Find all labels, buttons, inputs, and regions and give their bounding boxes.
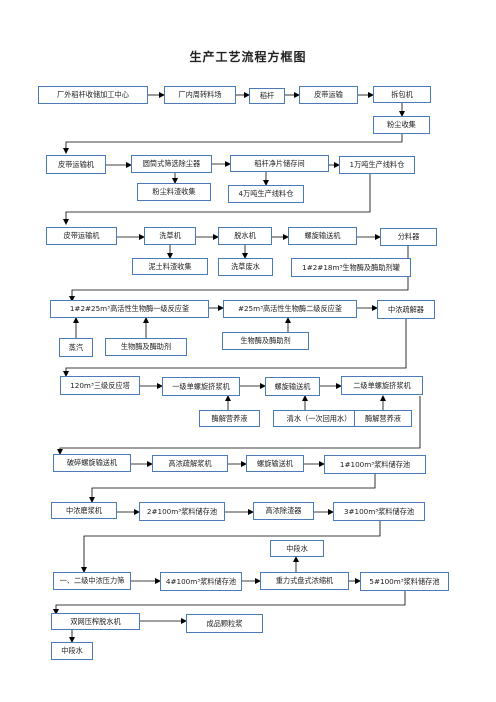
node-enzyme-nutrient-1: 酶解营养液: [199, 410, 260, 427]
node-pulp-tank-3: 3#100m³浆料储存池: [333, 502, 425, 521]
node-disc-thickener: 重力式盘式浓缩机: [260, 572, 349, 590]
edge-to-row9: [53, 591, 406, 615]
edge-to-row7: [89, 474, 376, 503]
node-straw: 稻杆: [249, 88, 285, 104]
node-secondary-enzyme-reactor: #25m³高活性生物酶二级反应釜: [223, 300, 357, 318]
node-steam: 蒸汽: [59, 338, 93, 357]
node-process-water-1: 中段水: [270, 540, 324, 557]
edge-to-row3: [63, 172, 371, 225]
node-belt-conveyor-2: 皮带运输机: [46, 155, 106, 174]
node-pulp-tank-2: 2#100m³浆料储存池: [139, 502, 225, 521]
node-primary-screw-press: 一级单螺旋挤浆机: [162, 377, 240, 396]
node-enzyme-tanks: 1#2#18m³生物酶及酶助剂罐: [291, 258, 411, 277]
node-clean-water: 清水（一次回用水）: [273, 410, 365, 427]
node-high-consistency-deflaker: 高浓疏解浆机: [152, 455, 228, 472]
node-dust-collection: 粉尘收集: [373, 116, 430, 134]
node-twin-wire-press: 双网压榨脱水机: [51, 613, 140, 630]
node-straw-collection-center: 厂外稻杆收储加工中心: [38, 86, 148, 104]
node-finished-pulp-pellets: 成品颗粒浆: [186, 614, 263, 633]
page-title: 生产工艺流程方框图: [189, 50, 307, 64]
node-distributor: 分料器: [380, 228, 437, 246]
node-straw-washer: 洗草机: [144, 227, 196, 245]
node-screw-conveyor: 螺旋输送机: [288, 227, 357, 245]
edge-to-row8: [81, 521, 381, 573]
node-pulp-tank-4: 4#100m³浆料储存池: [160, 572, 242, 591]
edge-to-row2: [63, 134, 403, 154]
node-belt-conveyor-3: 皮带运输机: [46, 227, 117, 245]
node-bale-opener: 拆包机: [373, 86, 431, 103]
node-process-water-2: 中段水: [51, 642, 93, 660]
node-dewatering-machine: 脱水机: [218, 227, 272, 245]
node-dust-residue-collection: 粉尘料渣收集: [137, 183, 211, 201]
node-enzyme-nutrient-2: 酶解营养液: [354, 410, 412, 427]
edge-to-row5: [63, 319, 407, 377]
edge-to-row6: [57, 396, 421, 455]
node-medium-consistency-deflaker: 中浓疏解器: [377, 300, 435, 319]
node-40k-line-silo: 4万吨生产线料仓: [228, 185, 304, 203]
node-washing-wastewater: 洗草废水: [218, 258, 273, 276]
node-internal-yard: 厂内周转料场: [164, 86, 236, 104]
node-enzyme-additive-2: 生物酶及酶助剂: [222, 332, 309, 350]
node-belt-conveyor: 皮带运输: [299, 86, 358, 104]
node-screw-conveyor-3: 螺旋输送机: [246, 455, 304, 472]
node-high-consistency-cleaner: 高浓除渣器: [253, 502, 314, 520]
node-10k-line-silo: 1万吨生产线料仓: [339, 156, 415, 174]
node-crushing-screw-conveyor: 破碎螺旋输送机: [53, 454, 131, 472]
node-pressure-screen: 一、二级中浓压力筛: [53, 572, 131, 590]
node-screw-conveyor-2: 螺旋输送机: [265, 377, 320, 396]
node-third-stage-tower: 120m³三级反应塔: [60, 376, 140, 395]
node-enzyme-additive-1: 生物酶及酶助剂: [105, 338, 187, 356]
node-clean-straw-storage: 稻杆净片储存间: [230, 155, 329, 172]
node-primary-enzyme-reactor: 1#2#25m³高活性生物酶一级反应釜: [50, 300, 209, 318]
node-secondary-screw-press: 二级单螺旋挤浆机: [341, 376, 423, 395]
node-soil-residue-collection: 泥土料渣收集: [132, 258, 208, 275]
node-medium-consistency-refiner: 中浓磨浆机: [51, 502, 117, 519]
node-pulp-tank-5: 5#100m³浆料储存池: [360, 572, 449, 591]
node-pulp-tank-1: 1#100m³浆料储存池: [324, 455, 426, 474]
node-drum-screen-deduster: 圆筒式筛选除尘器: [131, 155, 212, 173]
